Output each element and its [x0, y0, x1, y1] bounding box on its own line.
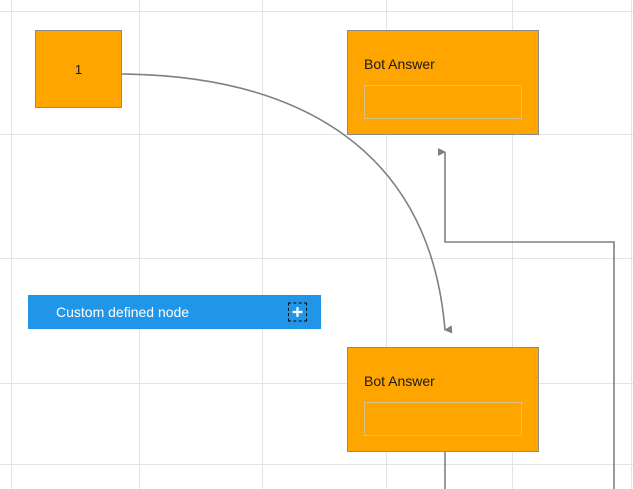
custom-defined-node-bar[interactable]: Custom defined node: [28, 295, 321, 329]
bot-answer-title-bottom: Bot Answer: [364, 373, 435, 389]
start-node[interactable]: 1: [35, 30, 122, 108]
bot-answer-slot-top[interactable]: [364, 85, 522, 119]
plus-icon[interactable]: [288, 302, 307, 322]
bot-answer-node-top[interactable]: Bot Answer: [347, 30, 539, 135]
start-node-label: 1: [74, 61, 83, 77]
bot-answer-title-top: Bot Answer: [364, 56, 435, 72]
custom-defined-node-label: Custom defined node: [56, 304, 190, 320]
bot-answer-node-bottom[interactable]: Bot Answer: [347, 347, 539, 452]
bot-answer-slot-bottom[interactable]: [364, 402, 522, 436]
